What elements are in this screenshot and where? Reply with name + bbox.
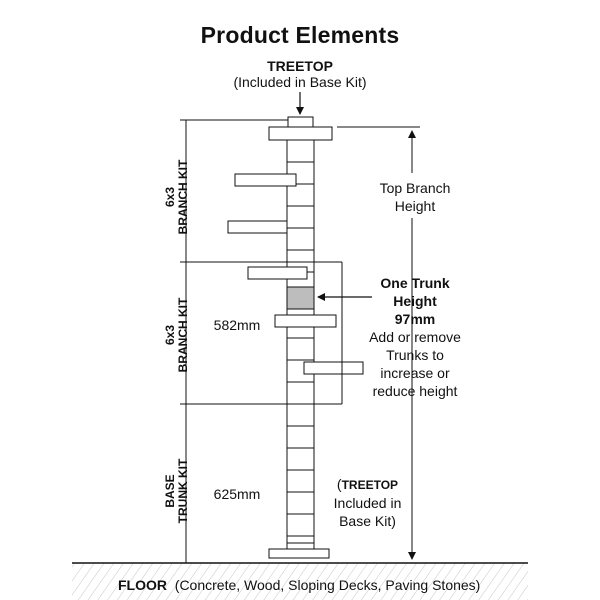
- branch-5: [303, 361, 364, 375]
- trunk-segment: [286, 535, 315, 544]
- kit-label-line2: BRANCH KIT: [176, 159, 190, 235]
- branch-4: [274, 314, 337, 328]
- trunk-segment: [286, 139, 315, 163]
- trunk-segment: [286, 337, 315, 361]
- bottom-note-line2: Included in: [333, 495, 402, 511]
- floor-heading: FLOOR: [118, 577, 167, 593]
- highlight-trunk: [286, 286, 315, 310]
- trunk-info-desc3: increase or: [380, 365, 450, 381]
- treetop-cap: [287, 116, 314, 128]
- treetop-heading: TREETOP: [267, 58, 333, 74]
- trunk-segment: [286, 513, 315, 537]
- trunk-segment: [286, 403, 315, 427]
- bottom-note-line3: Base Kit): [339, 513, 396, 529]
- trunk-segment: [286, 381, 315, 405]
- kit-label-line2: TRUNK KIT: [176, 458, 190, 524]
- trunk-segment: [286, 205, 315, 229]
- top-branch-line1: Top Branch: [379, 180, 451, 196]
- base-plate-top: [286, 542, 315, 550]
- trunk-segment: [286, 183, 315, 207]
- floor-area: [72, 563, 528, 600]
- base-kit-measurement: 625mm: [213, 486, 261, 502]
- trunk-segment: [286, 491, 315, 515]
- base-plate: [268, 548, 330, 559]
- trunk-segment: [286, 425, 315, 449]
- trunk-segment: [286, 447, 315, 471]
- branch-2: [227, 220, 288, 234]
- trunk-info: One Trunk Height 97mm Add or remove Trun…: [350, 274, 480, 400]
- branch-kit-measurement: 582mm: [213, 317, 261, 333]
- page-title: Product Elements: [200, 22, 400, 48]
- trunk-info-desc4: reduce height: [372, 383, 458, 399]
- trunk-info-desc2: Trunks to: [386, 347, 444, 363]
- branch-1: [234, 173, 297, 187]
- trunk-info-value: 97mm: [394, 311, 436, 327]
- bottom-note-heading: TREETOP: [341, 478, 399, 492]
- trunk-info-heading2: Height: [393, 293, 437, 309]
- kit-label-branch-mid: 6x3 BRANCH KIT: [163, 280, 190, 390]
- kit-label-line2: BRANCH KIT: [176, 297, 190, 373]
- top-branch-label: Top Branch Height: [355, 179, 475, 215]
- top-plate: [268, 126, 333, 141]
- bottom-treetop-note: (TREETOP Included in Base Kit): [325, 475, 410, 530]
- kit-label-base: BASE TRUNK KIT: [163, 436, 190, 546]
- trunk-info-heading1: One Trunk: [380, 275, 450, 291]
- trunk-segment: [286, 227, 315, 251]
- bottom-note-paren: (: [336, 476, 342, 492]
- floor-label: FLOOR (Concrete, Wood, Sloping Decks, Pa…: [118, 577, 480, 593]
- treetop-note: (Included in Base Kit): [233, 74, 367, 90]
- kit-label-branch-top: 6x3 BRANCH KIT: [163, 142, 190, 252]
- trunk-info-desc1: Add or remove: [369, 329, 461, 345]
- trunk-column: [286, 139, 315, 544]
- top-branch-line2: Height: [394, 198, 436, 214]
- floor-materials: (Concrete, Wood, Sloping Decks, Paving S…: [174, 577, 481, 593]
- trunk-segment: [286, 469, 315, 493]
- branch-3: [247, 266, 308, 280]
